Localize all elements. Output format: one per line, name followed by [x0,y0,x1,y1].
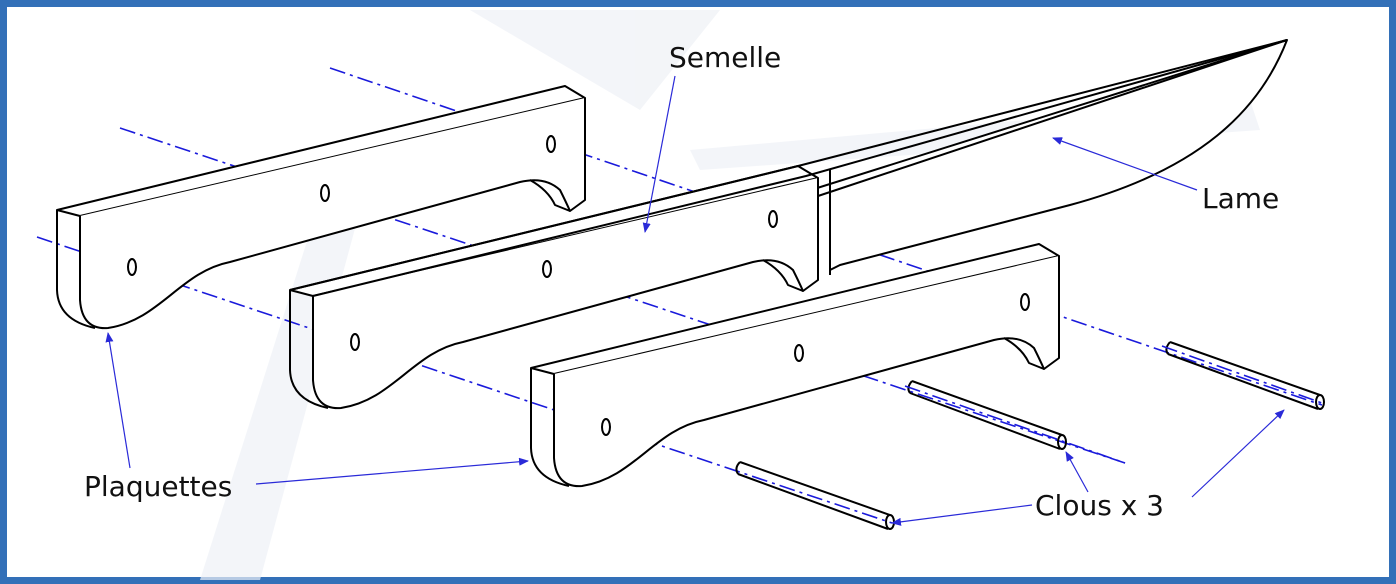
plaquette-right [530,243,1060,488]
nail-3 [735,461,895,530]
leader-lines [105,75,1285,526]
nail-2 [1165,341,1325,410]
label-clous: Clous x 3 [1035,489,1164,522]
label-semelle: Semelle [669,41,781,74]
semelle-and-blade [289,39,1288,410]
label-plaquettes: Plaquettes [84,470,232,503]
label-lame: Lame [1202,182,1279,215]
plaquette-left [56,85,586,330]
